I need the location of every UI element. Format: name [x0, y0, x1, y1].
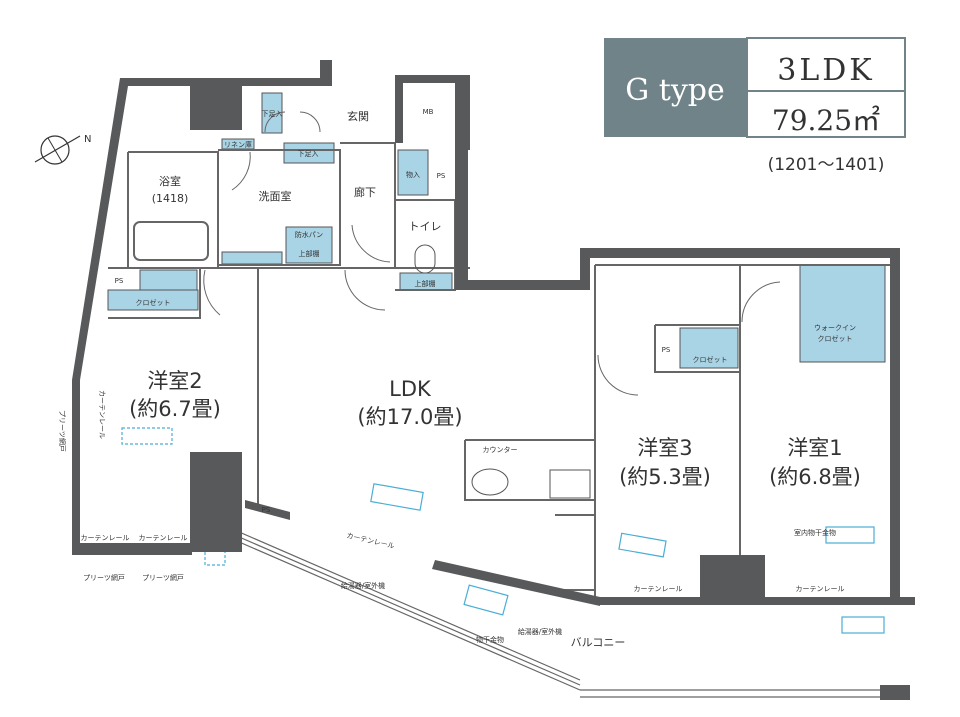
layout-label: 3LDK	[777, 53, 874, 88]
room-labels: 洋室2 (約6.7畳) LDK (約17.0畳) 洋室3 (約5.3畳) 洋室1…	[129, 109, 861, 649]
toilet-name: トイレ	[409, 220, 442, 233]
svg-text:プリーツ網戸: プリーツ網戸	[83, 573, 125, 582]
svg-text:カウンター: カウンター	[483, 445, 518, 454]
room2-name: 洋室2	[147, 369, 202, 393]
svg-text:PS: PS	[437, 172, 446, 180]
svg-text:PS: PS	[662, 346, 671, 354]
bath-size: (1418)	[152, 192, 189, 205]
room2-size: (約6.7畳)	[129, 397, 221, 421]
svg-text:PS: PS	[262, 506, 271, 514]
exterior-walls	[72, 60, 915, 700]
svg-text:N: N	[84, 134, 91, 145]
compass-north-icon: N	[34, 134, 91, 165]
svg-text:下足入: 下足入	[262, 110, 283, 118]
svg-text:プリーツ網戸: プリーツ網戸	[58, 410, 67, 452]
svg-text:ウォークイン: ウォークイン	[814, 324, 856, 332]
balcony-name: バルコニー	[571, 636, 626, 649]
room3-name: 洋室3	[637, 436, 692, 460]
svg-text:カーテンレール: カーテンレール	[346, 532, 396, 551]
svg-text:カーテンレール: カーテンレール	[139, 534, 188, 542]
washroom-name: 洗面室	[259, 189, 292, 203]
entrance-name: 玄関	[347, 109, 369, 123]
room3-size: (約5.3畳)	[619, 465, 711, 489]
room1-name: 洋室1	[787, 436, 842, 460]
area-label: 79.25㎡	[772, 104, 880, 137]
ldk-name: LDK	[389, 377, 432, 401]
svg-text:プリーツ網戸: プリーツ網戸	[142, 573, 184, 582]
toilet-icon	[414, 244, 436, 274]
sink-icon	[471, 468, 509, 496]
svg-text:下足入: 下足入	[298, 150, 319, 158]
balcony	[199, 514, 885, 698]
hallway-name: 廊下	[354, 185, 376, 199]
svg-text:給湯器/室外機: 給湯器/室外機	[518, 627, 562, 636]
ldk-size: (約17.0畳)	[357, 405, 462, 429]
svg-text:給湯器/室外機: 給湯器/室外機	[341, 581, 385, 590]
svg-text:上部棚: 上部棚	[299, 249, 320, 258]
svg-text:上部棚: 上部棚	[415, 279, 436, 288]
svg-text:カーテンレール: カーテンレール	[634, 585, 683, 593]
svg-text:物入: 物入	[406, 170, 420, 179]
svg-text:PS: PS	[115, 277, 124, 285]
units-label: (1201～1401)	[768, 155, 885, 175]
type-badge: G type 3LDK 79.25㎡ (1201～1401)	[604, 37, 906, 175]
svg-text:MB: MB	[423, 108, 434, 116]
svg-text:防水パン: 防水パン	[295, 230, 323, 239]
svg-text:クロゼット: クロゼット	[693, 355, 728, 364]
svg-text:物干金物: 物干金物	[476, 635, 504, 644]
fixture-labels: MB PS PS PS PS 下足入 下足入 リネン庫 防水パン 上部棚 上部棚…	[58, 108, 856, 644]
svg-text:カーテンレール: カーテンレール	[98, 390, 106, 439]
storage-areas	[107, 92, 886, 369]
stove-icon	[549, 469, 591, 499]
svg-text:クロゼット: クロゼット	[818, 334, 853, 343]
svg-text:クロゼット: クロゼット	[136, 298, 171, 307]
door-swings	[203, 111, 781, 396]
svg-text:リネン庫: リネン庫	[224, 140, 252, 149]
type-label: G type	[625, 73, 724, 108]
bath-name: 浴室	[159, 174, 181, 188]
svg-text:室内物干金物: 室内物干金物	[794, 528, 836, 537]
room1-size: (約6.8畳)	[769, 465, 861, 489]
svg-text:カーテンレール: カーテンレール	[796, 585, 845, 593]
svg-text:カーテンレール: カーテンレール	[81, 534, 130, 542]
